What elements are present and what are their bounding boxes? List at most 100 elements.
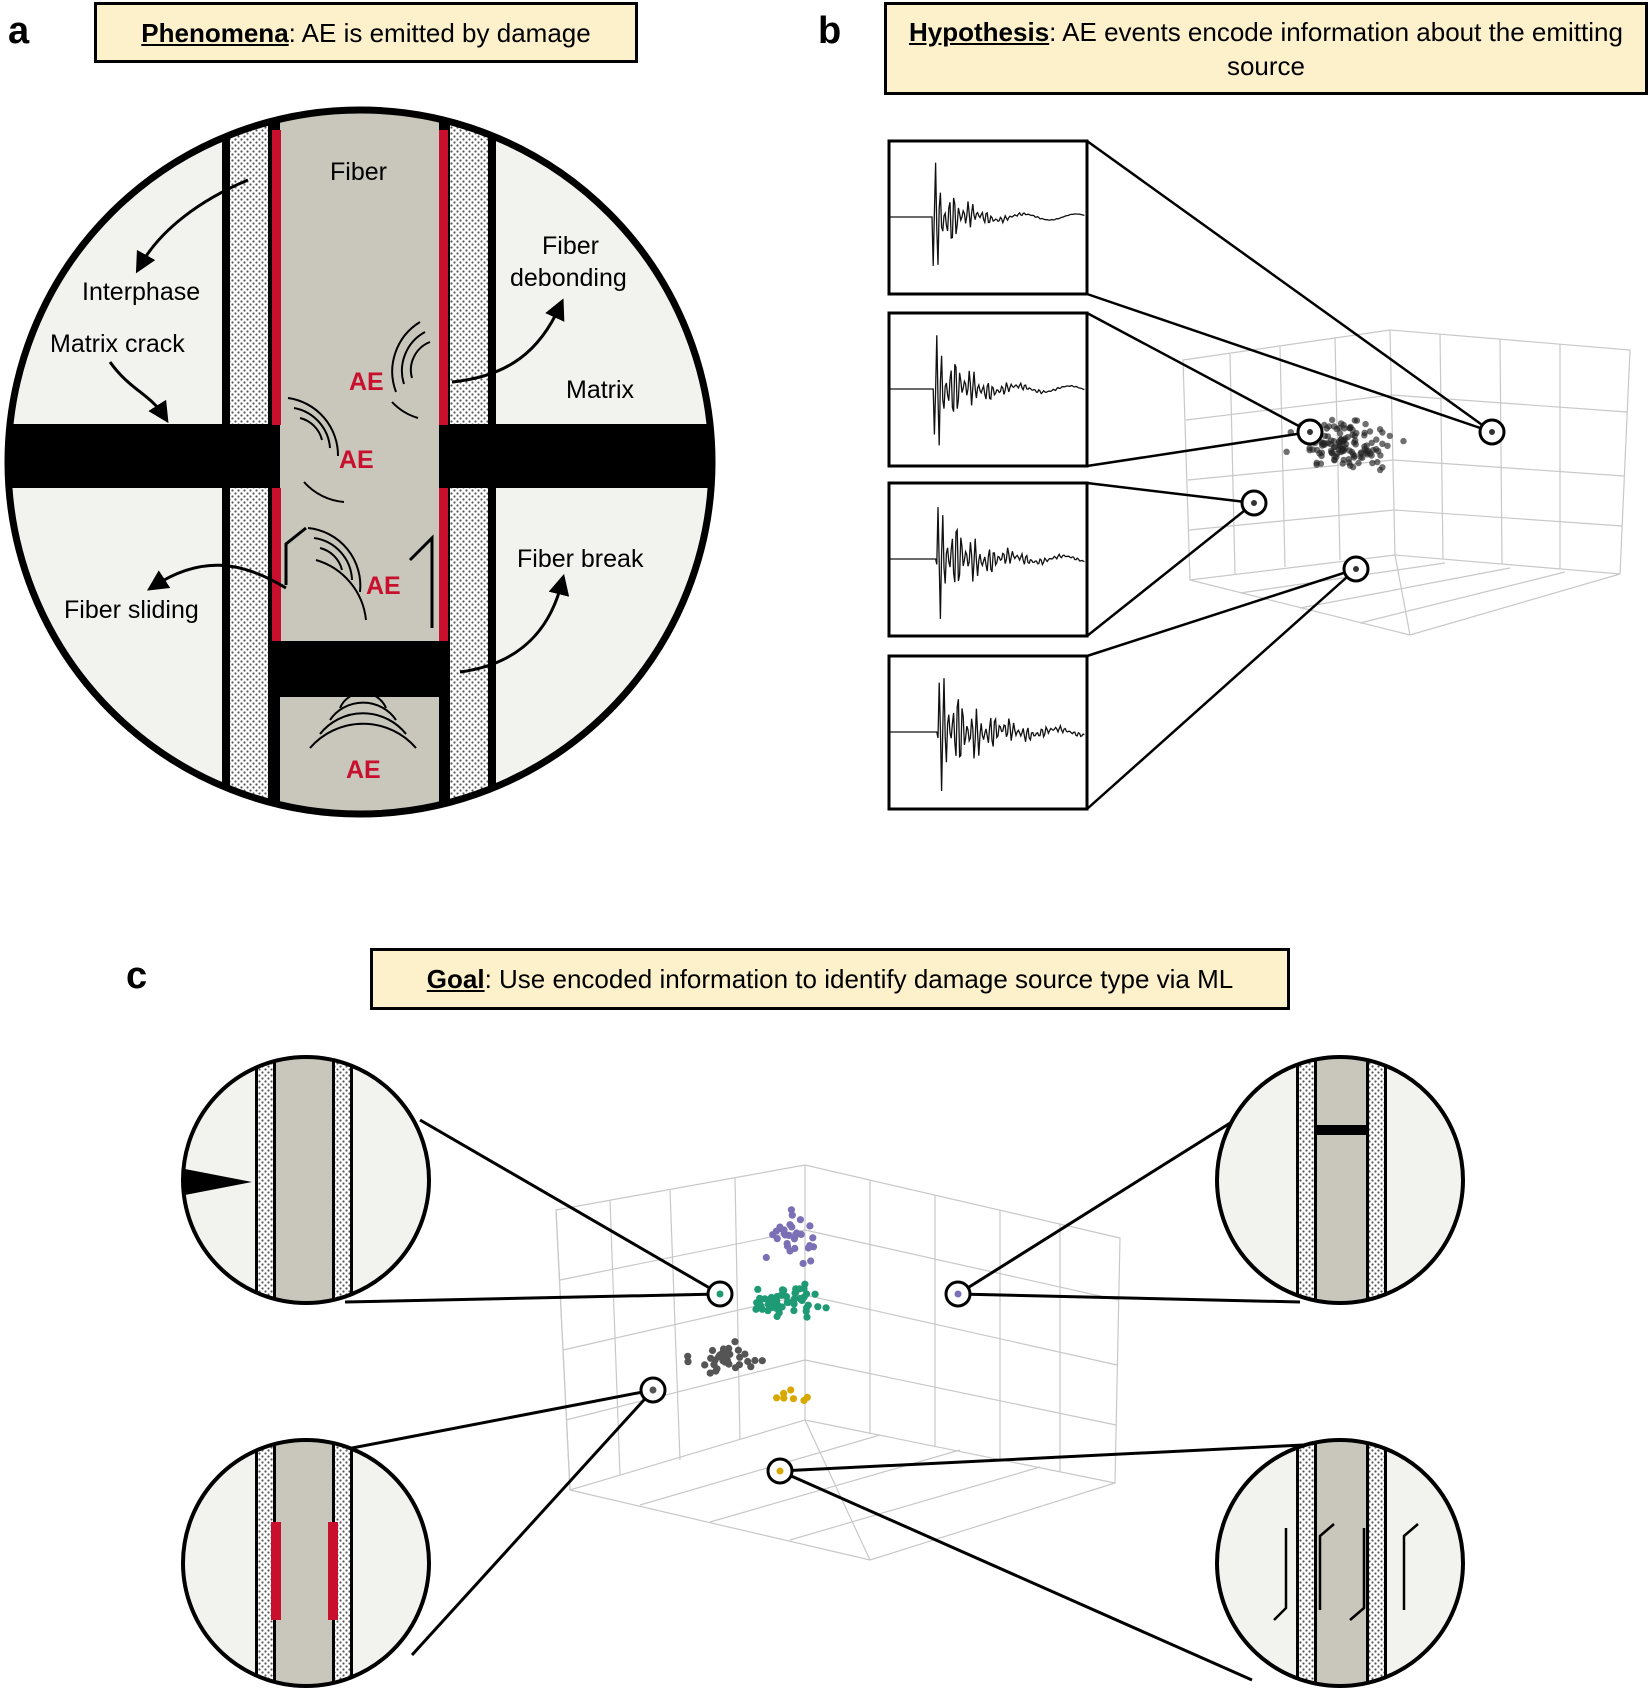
scatter-point-cluster-3 (684, 1352, 692, 1360)
scatter-point-cluster-1 (788, 1223, 796, 1231)
ae-label-debonding: AE (349, 368, 384, 396)
matrix-label: Matrix (566, 376, 635, 404)
hypothesis-text: : AE events encode information about the… (1049, 16, 1623, 81)
scatter-point-cluster-3 (719, 1357, 727, 1365)
scatter-point-b (1359, 454, 1366, 461)
scatter-point-cluster-3 (725, 1344, 733, 1352)
interphase-arrow (135, 178, 249, 274)
scatter-point-b (1353, 417, 1361, 424)
scatter-point-cluster-1 (787, 1206, 796, 1214)
waveform-boxes (887, 139, 1089, 811)
scatter-point-cluster-1 (809, 1234, 817, 1242)
waveform-feature-diagram (887, 139, 1631, 811)
debond-line-right-bottom (439, 488, 448, 641)
matrix-crack-right (440, 424, 712, 488)
scatter-point-cluster-3 (708, 1346, 717, 1355)
scatter-point-cluster-2 (796, 1294, 804, 1303)
fiber-label: Fiber (330, 158, 387, 186)
ae-label-fiber-break: AE (346, 756, 381, 784)
goal-box: Goal: Use encoded information to identif… (370, 948, 1290, 1010)
scatter-point-b (1336, 430, 1344, 437)
waveforms (890, 162, 1085, 792)
matrix-crack-left (8, 424, 280, 488)
sliding-bracket-right (408, 534, 434, 628)
scatter-point-b (1384, 442, 1391, 449)
sliding-brackets (1273, 1523, 1419, 1621)
scatter-point-cluster-3 (731, 1364, 740, 1372)
scatter-point-cluster-3 (684, 1358, 692, 1366)
scatter-point-cluster-2 (754, 1301, 762, 1309)
scatter-point-b (1320, 439, 1327, 446)
selected-points-b (1240, 418, 1506, 583)
scatter-point-cluster-1 (799, 1259, 807, 1268)
scatter-point-cluster-3 (707, 1354, 715, 1362)
scatter-point-b (1367, 450, 1374, 457)
scatter-point-cluster-3 (716, 1351, 724, 1359)
scatter-point-b (1346, 459, 1353, 466)
debond-shape-right (328, 1522, 338, 1620)
fiber-debonding-label-line1: Fiber (542, 232, 599, 260)
scatter-point-cluster-4 (789, 1395, 798, 1403)
fiber-break (278, 641, 441, 697)
waveform-connectors (1086, 139, 1493, 810)
debonding-arrow (451, 298, 565, 384)
feature-space-grid-b (1182, 329, 1631, 636)
scatter-point-cluster-2 (804, 1301, 812, 1309)
cluster-connectors (344, 1118, 1345, 1682)
scatter-point-b (1330, 423, 1338, 430)
ae-waves (287, 321, 431, 749)
scatter-point-cluster-2 (771, 1301, 779, 1309)
scatter-point-cluster-2 (783, 1298, 791, 1306)
scatter-point-b (1316, 450, 1323, 457)
scatter-point-b (1331, 457, 1338, 464)
scatter-point-cluster-2 (802, 1290, 811, 1298)
waveform-trace-4 (890, 678, 1085, 792)
scatter-point-cluster-4 (780, 1389, 788, 1397)
fiber-break-arrow (459, 573, 570, 674)
scatter-point-b (1283, 448, 1290, 455)
scatter-point-b (1379, 440, 1386, 447)
scatter-point-b (1336, 424, 1343, 432)
scatter-points-c (684, 1206, 830, 1405)
magnifier-debonding (181, 1438, 431, 1688)
scatter-point-b (1340, 446, 1347, 453)
scatter-point-cluster-2 (754, 1285, 762, 1293)
scatter-point-cluster-3 (706, 1369, 714, 1377)
magnifier-fiber-sliding (1215, 1438, 1465, 1688)
ae-label-matrix-crack: AE (339, 446, 374, 474)
scatter-point-b (1377, 466, 1384, 474)
scatter-point-cluster-2 (790, 1307, 798, 1315)
scatter-point-b (1306, 444, 1313, 452)
scatter-point-cluster-1 (807, 1257, 815, 1265)
sliding-bracket-left (284, 526, 307, 585)
ae-label-sliding: AE (366, 572, 401, 600)
scatter-point-b (1368, 439, 1375, 446)
scatter-point-cluster-2 (822, 1304, 830, 1312)
scatter-point-cluster-2 (800, 1284, 808, 1293)
scatter-point-b (1340, 456, 1347, 464)
scatter-point-cluster-3 (747, 1363, 755, 1371)
scatter-point-b (1362, 420, 1369, 428)
scatter-point-b (1373, 436, 1380, 443)
scatter-point-cluster-2 (790, 1300, 798, 1308)
scatter-point-b (1350, 451, 1357, 458)
panel-letter-b: b (818, 10, 842, 52)
scatter-point-cluster-2 (773, 1312, 781, 1321)
scatter-point-cluster-1 (788, 1211, 796, 1219)
scatter-point-cluster-3 (741, 1350, 749, 1358)
fiber-sliding-label: Fiber sliding (64, 596, 199, 624)
scatter-point-cluster-1 (806, 1222, 814, 1230)
scatter-point-b (1313, 459, 1320, 466)
scatter-point-b (1341, 425, 1348, 432)
scatter-point-b (1374, 458, 1381, 466)
scatter-point-b (1344, 433, 1352, 441)
scatter-point-b (1325, 423, 1333, 430)
scatter-point-b (1328, 449, 1336, 456)
hypothesis-box: Hypothesis: AE events encode information… (884, 2, 1648, 95)
scatter-point-cluster-4 (803, 1393, 811, 1401)
magnifier-circle (4, 106, 716, 818)
scatter-point-cluster-2 (767, 1293, 776, 1302)
debond-line-right-top (439, 130, 448, 425)
scatter-point-b (1386, 432, 1394, 440)
